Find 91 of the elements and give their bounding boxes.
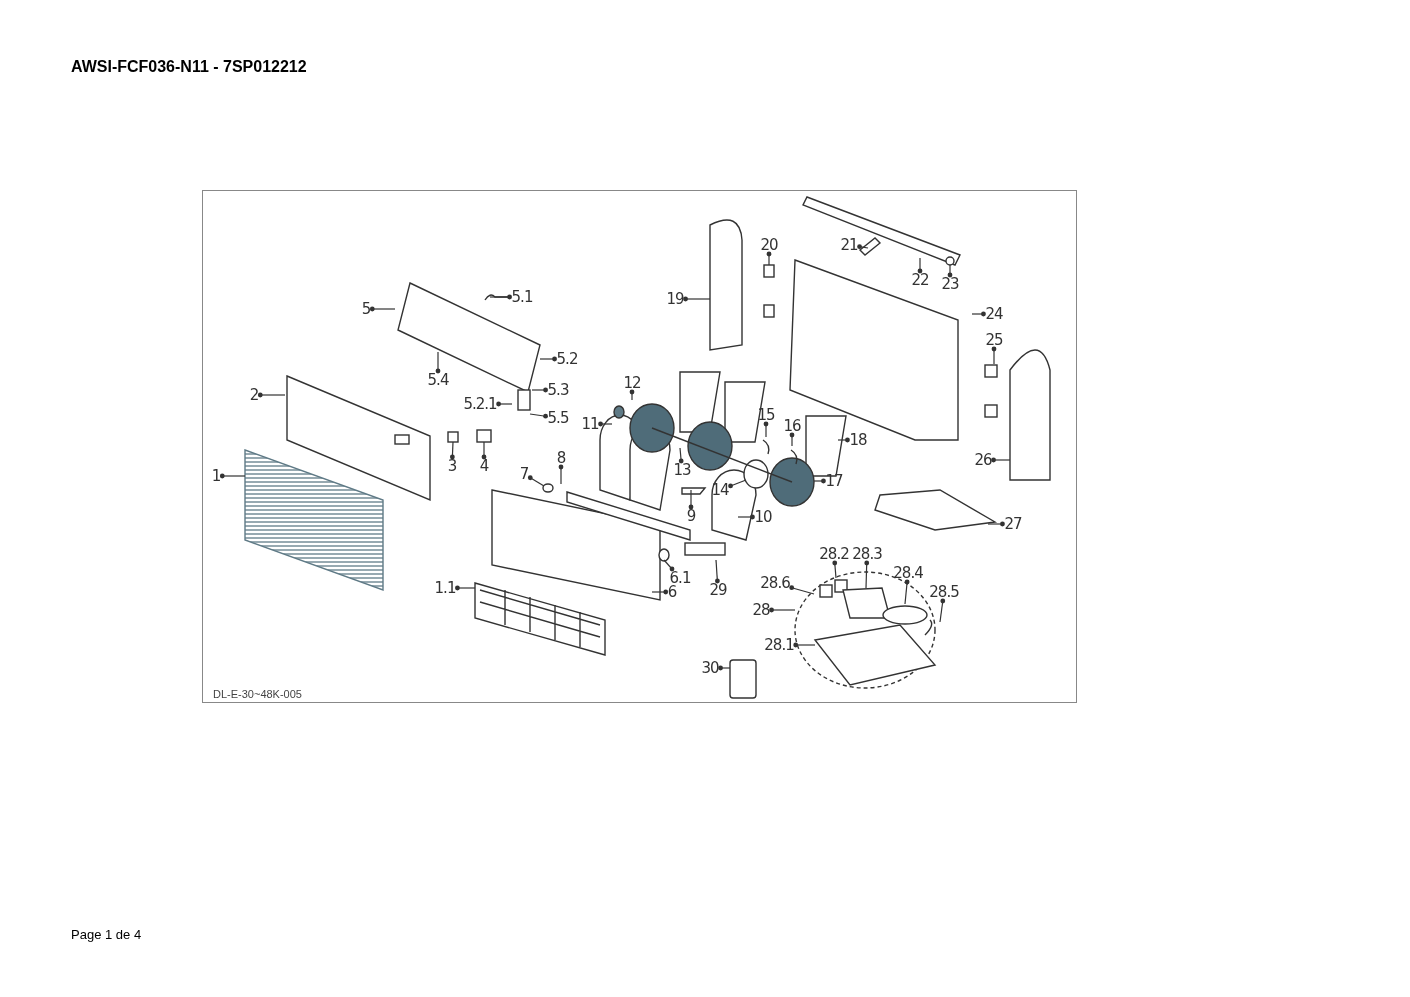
callout-number: 5.1 — [511, 289, 533, 305]
leader-line — [789, 585, 815, 595]
leader-line — [939, 598, 946, 623]
callout-number: 11 — [581, 416, 599, 432]
callout-number: 17 — [825, 473, 843, 489]
callout-number: 2 — [249, 387, 259, 403]
leader-line — [789, 432, 795, 447]
leader-line — [766, 251, 772, 266]
callout-number: 12 — [623, 375, 641, 391]
callout-number: 5.5 — [547, 410, 569, 426]
callout-number: 8 — [556, 450, 566, 466]
leader-line — [715, 559, 720, 584]
callout-number: 15 — [757, 407, 775, 423]
leader-line — [991, 346, 997, 365]
leader-line — [971, 311, 986, 317]
leader-line — [435, 351, 441, 374]
leader-line — [489, 294, 512, 300]
leader-line — [257, 392, 286, 398]
callout-number: 23 — [941, 276, 959, 292]
leader-line — [769, 607, 796, 613]
callout-number: 21 — [840, 237, 858, 253]
leader-line — [539, 356, 557, 362]
callout-number: 10 — [754, 509, 772, 525]
leader-line — [904, 579, 910, 605]
leader-line — [598, 421, 613, 427]
leader-line — [369, 306, 396, 312]
callout-number: 28.6 — [760, 575, 790, 591]
callout-number: 25 — [985, 332, 1003, 348]
leader-line — [450, 441, 455, 460]
leader-line — [558, 464, 564, 485]
leader-line — [837, 437, 850, 443]
leader-line — [832, 560, 838, 579]
callout-number: 29 — [709, 582, 727, 598]
callout-number: 5.4 — [427, 372, 449, 388]
callout-number: 5.2 — [556, 351, 578, 367]
leader-line — [663, 559, 675, 572]
leader-line — [987, 521, 1005, 527]
leader-line — [496, 401, 513, 407]
callout-number: 5 — [361, 301, 371, 317]
callout-number: 28.2 — [819, 546, 849, 562]
leader-line — [529, 413, 548, 419]
leader-line — [683, 296, 711, 302]
callout-number: 5.2.1 — [463, 396, 497, 412]
leader-line — [629, 389, 635, 401]
callout-number: 26 — [974, 452, 992, 468]
leader-line — [455, 585, 476, 591]
leader-line — [219, 473, 246, 479]
callout-number: 24 — [985, 306, 1003, 322]
callout-number: 19 — [666, 291, 684, 307]
leader-line — [864, 560, 870, 589]
callout-number: 18 — [849, 432, 867, 448]
callout-number: 13 — [673, 462, 691, 478]
leader-line — [688, 489, 694, 510]
leader-line — [857, 244, 869, 250]
leader-line — [678, 447, 684, 464]
leader-line — [718, 665, 731, 671]
callout-number: 30 — [701, 660, 719, 676]
drawing-number: DL-E-30~48K-005 — [213, 688, 302, 700]
leader-line — [763, 421, 769, 438]
leader-line — [947, 264, 953, 278]
callout-number: 6 — [667, 584, 677, 600]
leader-line — [813, 478, 826, 484]
callout-number: 28.5 — [929, 584, 959, 600]
callout-number: 28.4 — [893, 565, 923, 581]
leader-line — [737, 514, 755, 520]
callout-number: 27 — [1004, 516, 1022, 532]
leader-line — [527, 475, 545, 487]
callout-number: 20 — [760, 237, 778, 253]
callout-number: 1 — [211, 468, 221, 484]
callout-number: 4 — [479, 458, 489, 474]
leader-line — [531, 387, 548, 393]
callout-number: 22 — [911, 272, 929, 288]
callout-number: 28.1 — [764, 637, 794, 653]
leader-line — [728, 479, 747, 489]
callout-number: 6.1 — [669, 570, 691, 586]
callout-number: 7 — [519, 466, 529, 482]
callout-number: 16 — [783, 418, 801, 434]
callout-number: 9 — [686, 508, 696, 524]
leader-line — [793, 642, 816, 648]
leader-line — [917, 257, 923, 274]
title: AWSI-FCF036-N11 - 7SP012212 — [71, 58, 307, 76]
callout-number: 28 — [752, 602, 770, 618]
callout-number: 28.3 — [852, 546, 882, 562]
callout-number: 14 — [711, 482, 729, 498]
leader-line — [481, 441, 487, 460]
callout-number: 3 — [447, 458, 457, 474]
callout-number: 1.1 — [434, 580, 456, 596]
leader-line — [991, 457, 1011, 463]
callout-number: 5.3 — [547, 382, 569, 398]
leader-line — [651, 589, 669, 595]
page-number: Page 1 de 4 — [71, 927, 142, 942]
